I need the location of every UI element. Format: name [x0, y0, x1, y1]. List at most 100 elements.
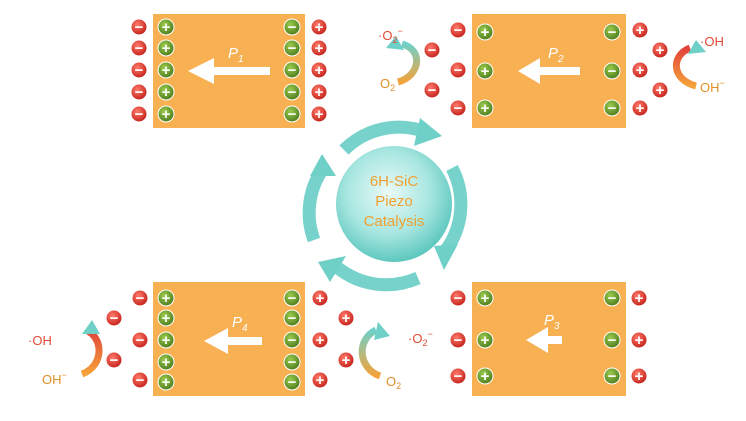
positive-charge: + [630, 289, 648, 307]
polarization-label-p4: P4 [232, 314, 248, 334]
reaction-top-right: ·OH OH− [672, 34, 725, 95]
plus-sign: + [636, 22, 645, 39]
minus-sign: − [288, 332, 297, 349]
positive-charge-circle [631, 21, 649, 39]
negative-charge-circle [130, 83, 148, 101]
negative-charge-circle [130, 39, 148, 57]
plus-sign: + [162, 310, 171, 327]
positive-charge: + [651, 81, 669, 99]
positive-charge-circle [476, 289, 494, 307]
positive-charge: + [311, 371, 329, 389]
reaction-reactant-bottom-right: O2 [386, 374, 401, 391]
polarization-arrow-p1 [188, 58, 270, 84]
positive-charge-circle [157, 331, 175, 349]
p1-outer-positive-charges: +++++ [310, 18, 328, 123]
negative-charge-circle [449, 367, 467, 385]
plus-sign: + [636, 62, 645, 79]
panel-p3: −+−+−+−+−+−+ P3 [449, 282, 648, 396]
plus-sign: + [316, 332, 325, 349]
cycle-arc-left [302, 166, 328, 243]
negative-charge-circle [603, 331, 621, 349]
negative-charge: − [130, 61, 148, 79]
negative-charge: − [131, 289, 149, 307]
positive-charge: + [310, 105, 328, 123]
plus-sign: + [162, 62, 171, 79]
positive-charge: + [631, 21, 649, 39]
negative-charge-circle [105, 309, 123, 327]
negative-charge: − [130, 18, 148, 36]
positive-charge-circle [651, 41, 669, 59]
positive-charge: + [310, 39, 328, 57]
negative-charge: − [449, 331, 467, 349]
negative-charge: − [449, 289, 467, 307]
minus-sign: − [136, 372, 145, 389]
positive-charge: + [476, 62, 494, 80]
positive-charge: + [476, 367, 494, 385]
negative-charge: − [131, 371, 149, 389]
plus-sign: + [481, 100, 490, 117]
negative-charge: − [283, 331, 301, 349]
plus-sign: + [162, 332, 171, 349]
negative-charge-circle [449, 61, 467, 79]
positive-charge-circle [311, 331, 329, 349]
minus-sign: − [454, 332, 463, 349]
reaction-arrowhead-top-right [688, 40, 706, 54]
minus-sign: − [288, 106, 297, 123]
negative-charge: − [449, 21, 467, 39]
minus-sign: − [454, 290, 463, 307]
plus-sign: + [316, 372, 325, 389]
p2-charges: +−+−+−−−−−−+++++ [423, 21, 669, 117]
minus-sign: − [136, 290, 145, 307]
plus-sign: + [316, 290, 325, 307]
minus-sign: − [288, 310, 297, 327]
minus-sign: − [428, 82, 437, 99]
positive-charge: + [157, 39, 175, 57]
positive-charge: + [337, 309, 355, 327]
positive-charge-circle [157, 309, 175, 327]
positive-charge: + [157, 18, 175, 36]
positive-charge-circle [337, 309, 355, 327]
positive-charge: + [157, 373, 175, 391]
positive-charge: + [337, 351, 355, 369]
plus-sign: + [481, 368, 490, 385]
panel-p4: +−+−+−+−+−−−−−−+++++ P4 [105, 282, 355, 396]
negative-charge: − [423, 41, 441, 59]
negative-charge: − [131, 331, 149, 349]
plus-sign: + [481, 290, 490, 307]
negative-charge: − [130, 105, 148, 123]
negative-charge-circle [130, 61, 148, 79]
reaction-arc-bottom-left [80, 326, 103, 378]
plus-sign: + [636, 100, 645, 117]
positive-charge: + [157, 83, 175, 101]
negative-charge-circle [283, 83, 301, 101]
positive-charge-circle [631, 99, 649, 117]
polarization-label-p3: P3 [544, 312, 560, 332]
positive-charge-circle [310, 18, 328, 36]
negative-charge: − [283, 18, 301, 36]
minus-sign: − [428, 42, 437, 59]
positive-charge-circle [310, 105, 328, 123]
plus-sign: + [635, 332, 644, 349]
negative-charge-circle [603, 289, 621, 307]
negative-charge: − [283, 83, 301, 101]
cycle-arrowhead-left [310, 154, 336, 176]
positive-charge: + [157, 353, 175, 371]
minus-sign: − [608, 100, 617, 117]
plus-sign: + [315, 19, 324, 36]
positive-charge: + [157, 331, 175, 349]
plus-sign: + [635, 290, 644, 307]
negative-charge: − [283, 373, 301, 391]
minus-sign: − [288, 40, 297, 57]
cycle-arrowhead-top [414, 118, 442, 146]
plus-sign: + [656, 82, 665, 99]
negative-charge: − [449, 367, 467, 385]
negative-charge: − [449, 61, 467, 79]
plus-sign: + [162, 19, 171, 36]
plus-sign: + [162, 374, 171, 391]
p3-charges: −+−+−+−+−+−+ [449, 289, 648, 385]
negative-charge-circle [283, 105, 301, 123]
positive-charge-circle [476, 99, 494, 117]
reaction-reactant-bottom-left: OH− [42, 370, 67, 387]
